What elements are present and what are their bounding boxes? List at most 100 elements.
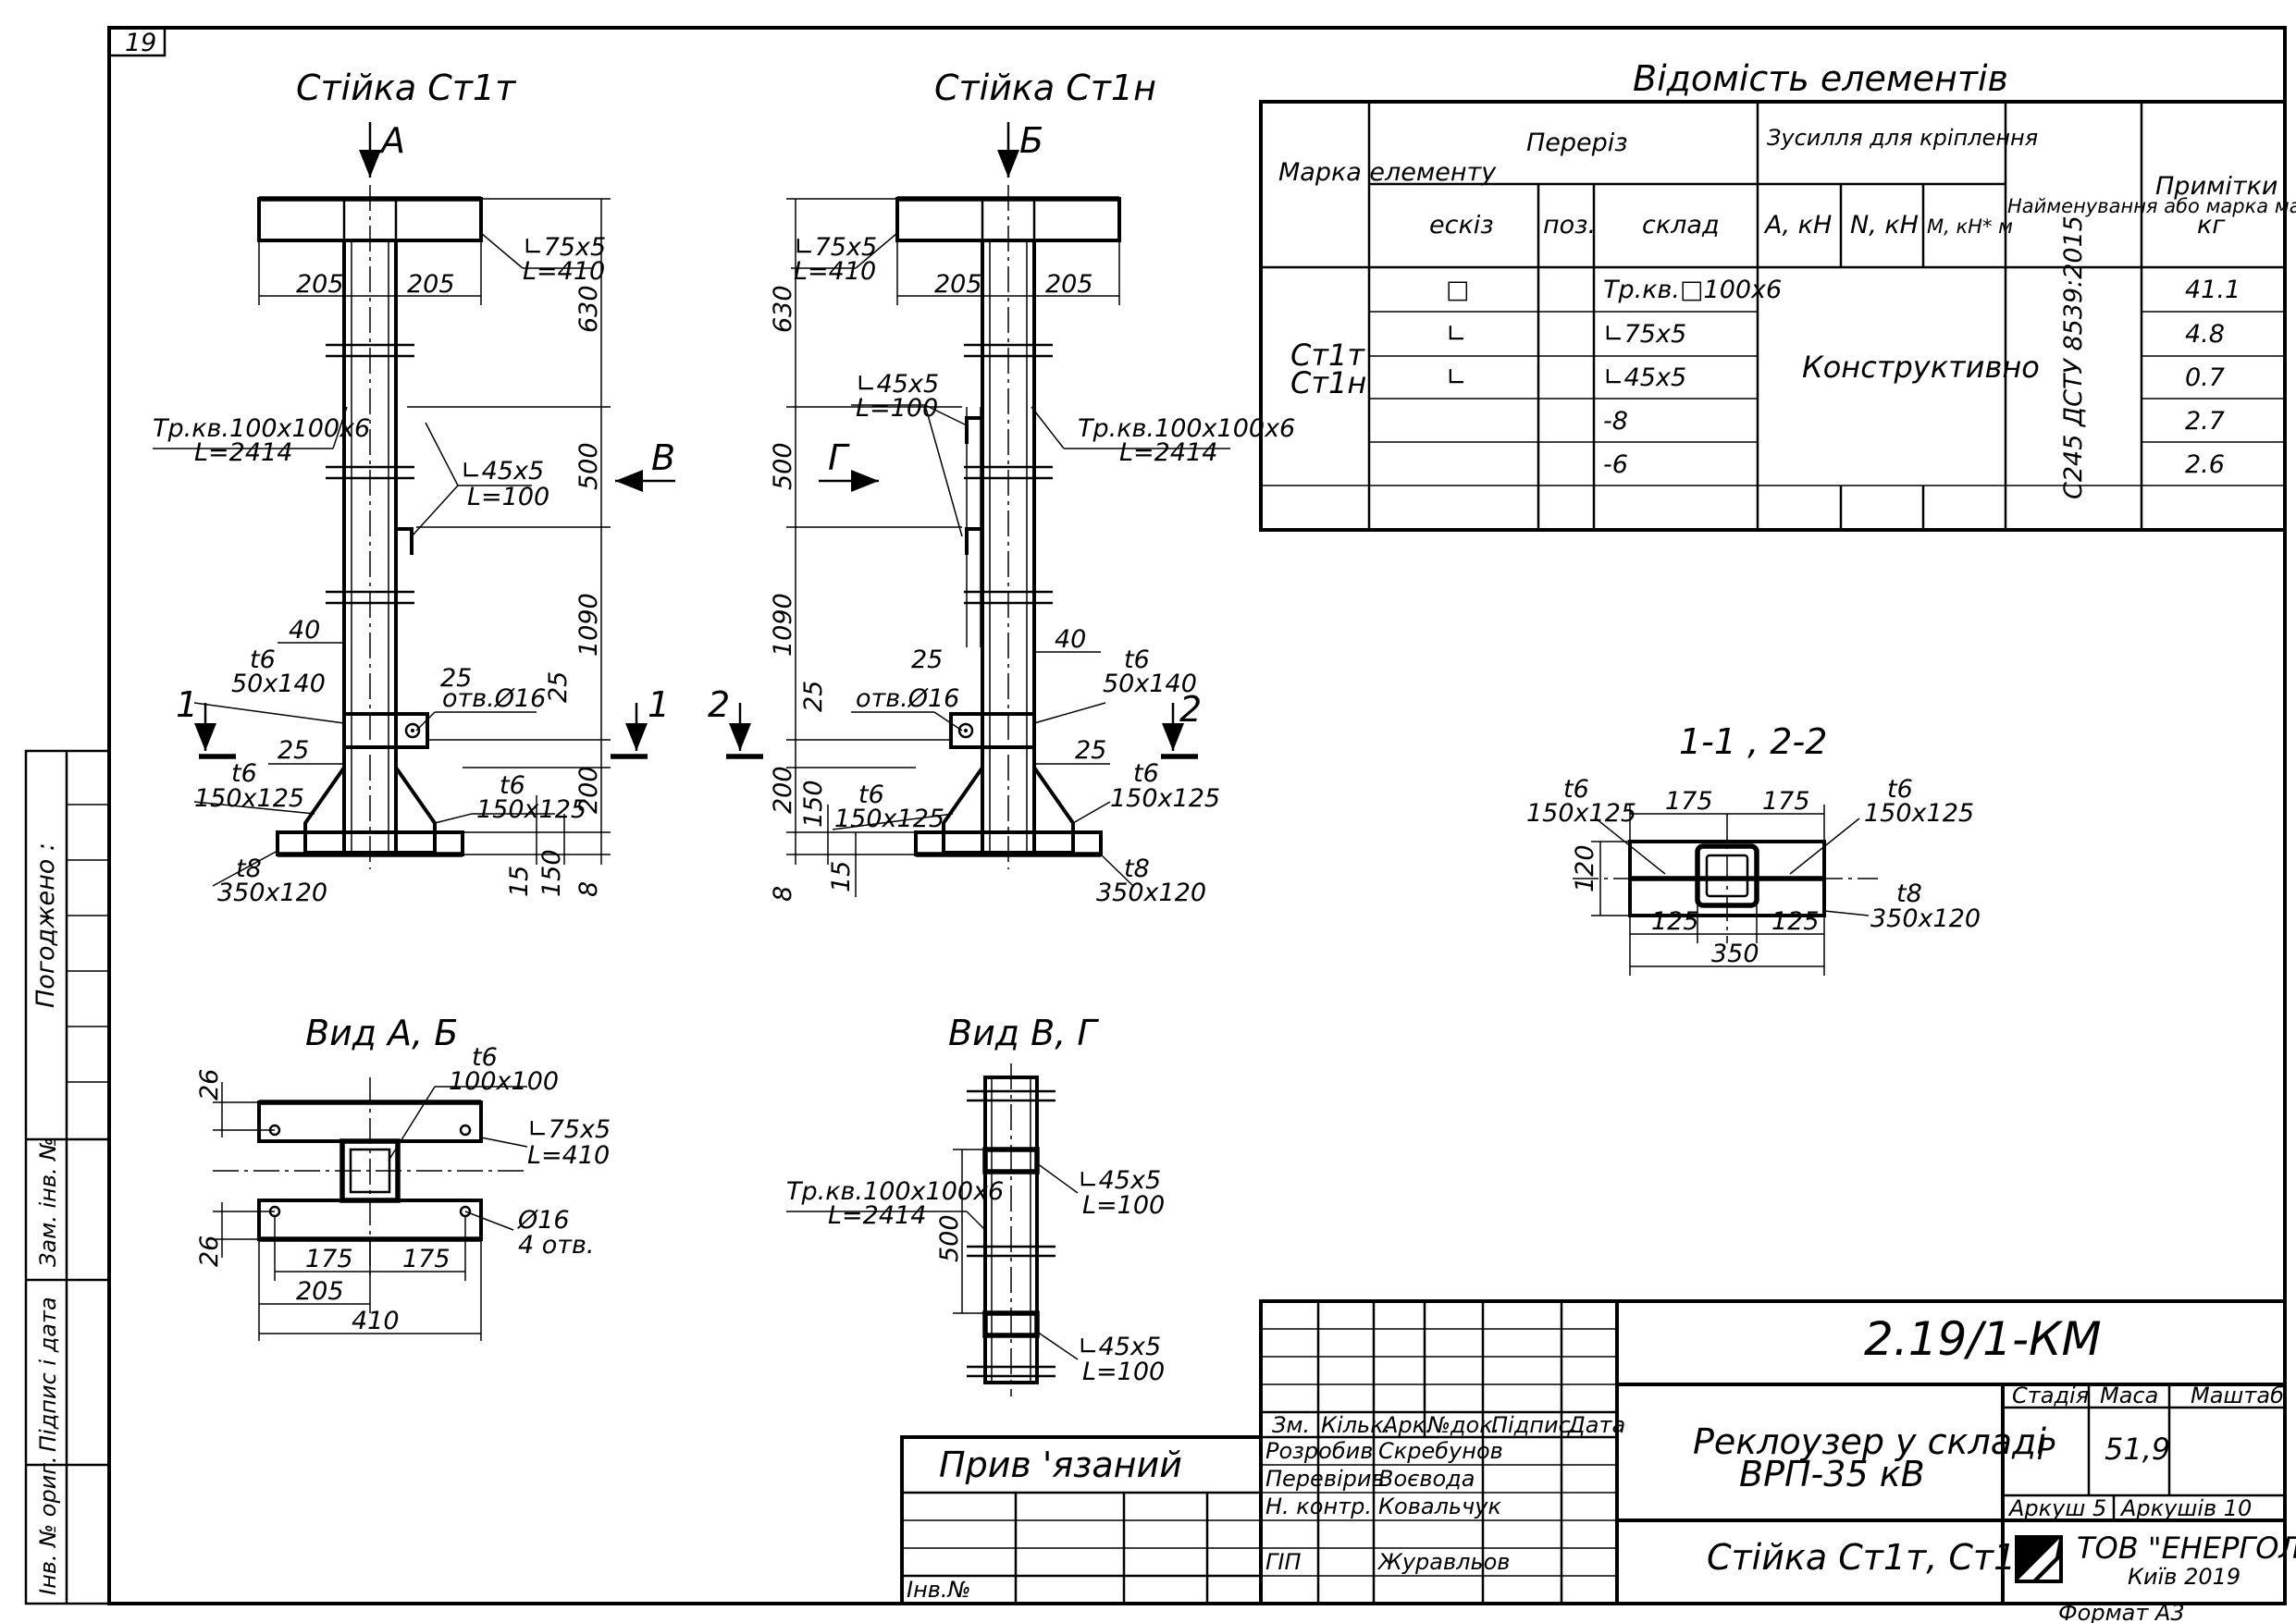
title-block: Зм. Кільк. Арк. №док. Підпис. Дата Розро… xyxy=(1259,1299,2296,1605)
row-2-kg: 0.7 xyxy=(2185,363,2225,392)
hdr-sketch: ескіз xyxy=(1429,211,1494,240)
hdr-comp: склад xyxy=(1642,211,1720,240)
plate-50x140 xyxy=(342,712,429,749)
st1n-base: t8 xyxy=(1124,855,1150,883)
doc-code: 2.19/1-КМ xyxy=(1864,1312,2102,1366)
sheet-number: 19 xyxy=(125,29,156,57)
vid-ab-dim-26a: 26 xyxy=(195,1069,224,1100)
drawing-title: Стійка Ст1т, Ст1н xyxy=(1707,1537,2039,1578)
view-vid-vg: Вид В, Г 500 Тр.кв.100x100x6 L=2414 ∟45x… xyxy=(786,1013,1165,1396)
st1n-angle-mid-len: L=100 xyxy=(856,394,938,423)
hdr-material: Найменування або марка матеріалу xyxy=(2007,195,2296,217)
sec-plate-l: t6 xyxy=(1563,775,1589,804)
row-1-sketch: ∟ xyxy=(1446,320,1467,349)
st1n-plate1-size: 50x140 xyxy=(1103,670,1197,698)
arrow-a-label: А xyxy=(378,120,405,161)
element-table-title: Відомість елементів xyxy=(1633,58,2008,99)
vid-vg-pipe: Тр.кв.100x100x6 xyxy=(786,1177,1004,1206)
sheet-label: Аркуш 5 xyxy=(2007,1495,2106,1521)
company-name: ТОВ "ЕНЕРГОЛІГА" xyxy=(2077,1531,2296,1566)
dim-200: 200 xyxy=(574,766,603,814)
vid-ab-angle: ∟75x5 xyxy=(527,1115,611,1144)
vid-ab-dim-410: 410 xyxy=(352,1307,400,1335)
vid-vg-dim-500: 500 xyxy=(935,1214,964,1262)
st1n-plate2b: t6 xyxy=(1133,759,1159,788)
tb-col-ark: Арк. xyxy=(1381,1412,1433,1438)
mass-value: 51,9 xyxy=(2105,1432,2170,1467)
sec-mark-1-left: 1 xyxy=(176,684,198,725)
table-rows: □ Тр.кв.□100x6 41.1 ∟ ∟75x5 4.8 ∟ ∟45x5 … xyxy=(1446,276,2240,479)
row-1-comp: ∟75x5 xyxy=(1603,320,1686,349)
sec-base-size: 350x120 xyxy=(1870,904,1981,933)
sec-plate-r: t6 xyxy=(1887,775,1913,804)
hdr-a: А, кН xyxy=(1763,211,1832,240)
dim-205-right: 205 xyxy=(407,270,455,299)
st1n-dim-205-right: 205 xyxy=(1045,270,1093,299)
st1t-angle-mid-len: L=100 xyxy=(467,483,549,511)
view-st1n: Стійка Ст1н Б 2 2 Г xyxy=(708,68,1295,907)
linked-label: Прив 'язаний xyxy=(939,1445,1182,1485)
st1n-pipe-len: L=2414 xyxy=(1119,438,1217,467)
sheets-label: Аркушів 10 xyxy=(2119,1495,2252,1521)
st1t-pipe: Тр.кв.100x100x6 xyxy=(153,414,370,443)
sec-dim-125b: 125 xyxy=(1771,907,1820,936)
vid-ab-dim-205: 205 xyxy=(296,1277,344,1306)
hdr-notes: Примітки xyxy=(2155,172,2277,201)
dim-40: 40 xyxy=(289,616,320,645)
st1n-angle-top-len: L=410 xyxy=(794,257,876,286)
view-vid-ab: Вид А, Б 26 26 175 xyxy=(195,1013,611,1341)
vid-vg-angle1-len: L=100 xyxy=(1082,1191,1165,1220)
st1n-dim-40: 40 xyxy=(1055,625,1086,654)
section-title: 1-1 , 2-2 xyxy=(1679,721,1827,762)
dim-25: 25 xyxy=(544,671,573,703)
arrow-b-label: Б xyxy=(1019,120,1043,161)
st1t-angle-top-len: L=410 xyxy=(523,257,605,286)
st1t-base: t8 xyxy=(236,855,262,883)
row-4-kg: 2.6 xyxy=(2185,450,2225,479)
st1n-dim-200: 200 xyxy=(769,766,797,814)
tb-name-2: Ковальчук xyxy=(1378,1494,1501,1519)
row-3-kg: 2.7 xyxy=(2185,407,2225,436)
st1n-angle-top: ∟75x5 xyxy=(794,233,877,262)
vid-ab-dim-175b: 175 xyxy=(402,1245,451,1273)
dim-25-rib: 25 xyxy=(278,736,309,765)
row-3-comp: -8 xyxy=(1603,407,1628,436)
dim-15: 15 xyxy=(505,866,534,897)
vid-vg-title: Вид В, Г xyxy=(948,1013,1099,1053)
tb-name-0: Скребунов xyxy=(1378,1438,1503,1464)
st1t-plate2b-size: 150x125 xyxy=(476,795,586,824)
st1n-angle-mid: ∟45x5 xyxy=(856,370,939,399)
dim-25-top: 25 xyxy=(440,664,472,693)
st1n-dim-15: 15 xyxy=(827,861,856,892)
sec-mark-2-right: 2 xyxy=(1179,689,1202,730)
st1t-plate1: t6 xyxy=(250,646,276,674)
tb-role-2: Н. контр. xyxy=(1265,1494,1372,1519)
replace-inv-label: Зам. інв. № xyxy=(35,1137,61,1267)
row-1-kg: 4.8 xyxy=(2185,320,2225,349)
sec-dim-175a: 175 xyxy=(1665,787,1713,816)
tb-role-4: ГІП xyxy=(1265,1549,1302,1575)
dim-205-left: 205 xyxy=(296,270,344,299)
st1n-plate2-size: 150x125 xyxy=(834,805,944,833)
view-section: 1-1 , 2-2 175 175 120 125 125 350 t6 15 xyxy=(1526,721,1981,976)
hdr-section: Переріз xyxy=(1526,129,1628,157)
tb-col-zm: Зм. xyxy=(1272,1412,1310,1438)
arrow-g-label: Г xyxy=(828,437,850,478)
vid-vg-angle1: ∟45x5 xyxy=(1078,1166,1161,1195)
scale-label: Маштаб xyxy=(2191,1383,2284,1408)
mark-line1: Ст1т xyxy=(1290,338,1365,373)
hdr-m: М, кН* м xyxy=(1927,215,2013,238)
tb-col-pidpys: Підпис. xyxy=(1491,1412,1577,1438)
project-line1: Реклоузер у складі xyxy=(1693,1421,2046,1462)
vid-vg-angle2-len: L=100 xyxy=(1082,1358,1165,1386)
stage-label: Стадія xyxy=(2012,1383,2089,1408)
company-logo-icon xyxy=(2015,1535,2063,1583)
st1t-plate2b: t6 xyxy=(500,771,525,800)
st1n-dim-1090: 1090 xyxy=(769,593,797,657)
hdr-mark-1: Марка елементу xyxy=(1278,158,1497,187)
st1n-dim-500: 500 xyxy=(769,442,797,490)
st1t-plate2: t6 xyxy=(231,759,257,788)
st1n-dim-205-left: 205 xyxy=(934,270,982,299)
st1n-dim-150: 150 xyxy=(799,780,828,828)
